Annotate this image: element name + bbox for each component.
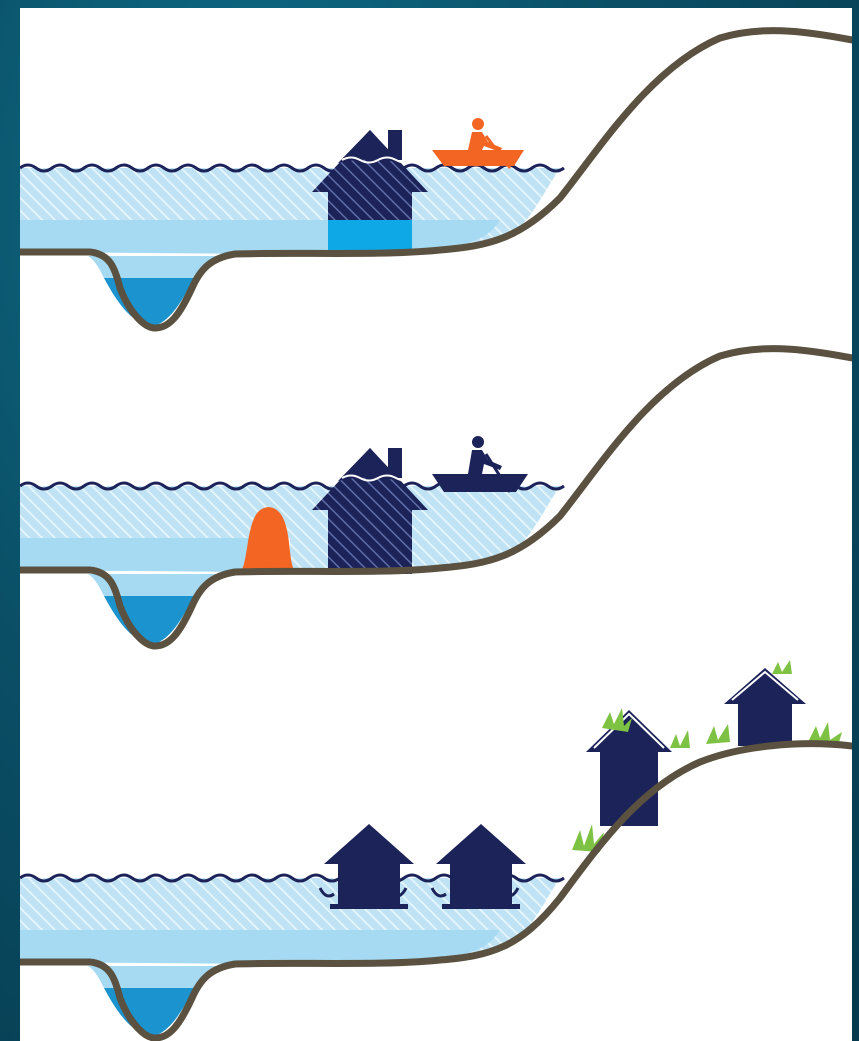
house-icon (724, 668, 806, 746)
panel-2 (20, 349, 852, 646)
flood-diagram (20, 8, 852, 1041)
boat-icon (432, 436, 528, 492)
house-icon (312, 448, 428, 574)
panel-3 (20, 660, 852, 1038)
diagram-canvas (20, 8, 852, 1041)
boat-icon (432, 118, 524, 168)
panel-1 (20, 31, 852, 328)
house-icon (312, 130, 428, 254)
